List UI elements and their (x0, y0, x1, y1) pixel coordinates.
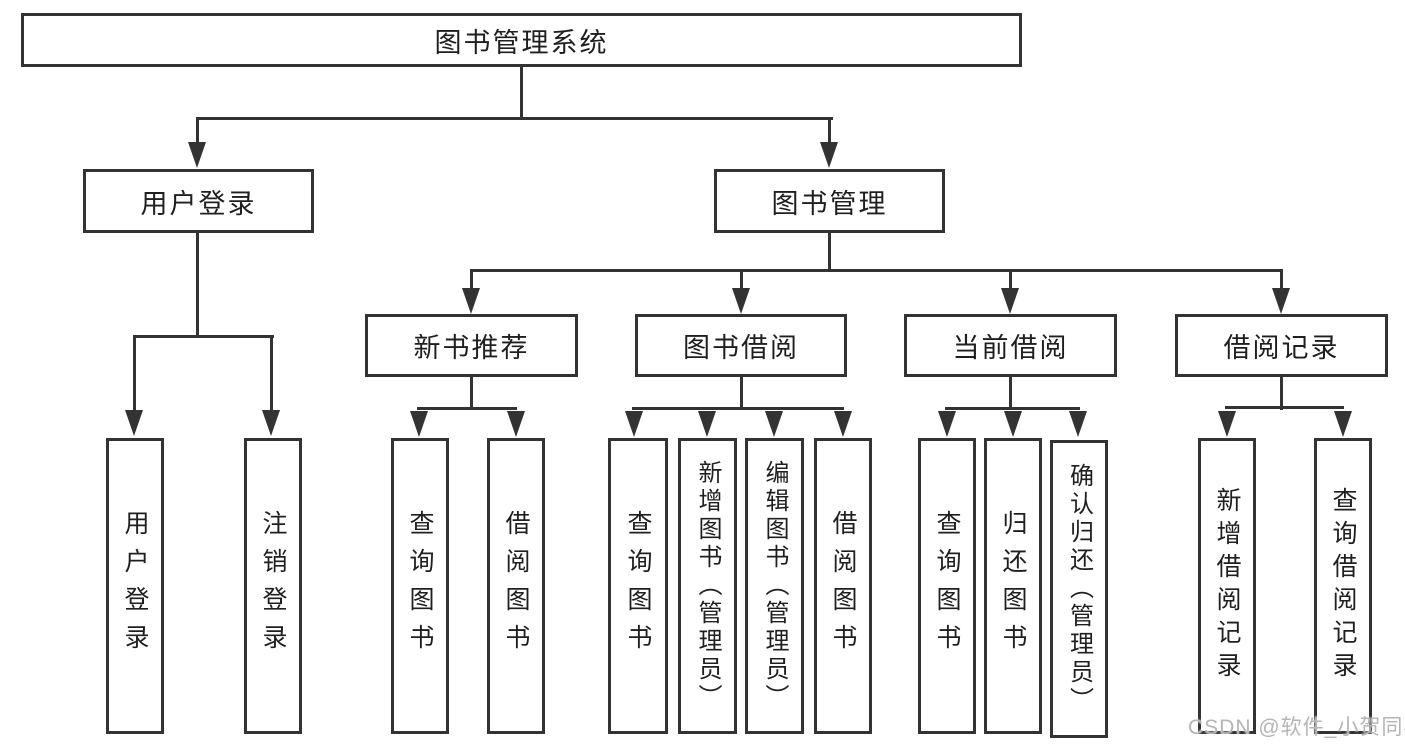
node-label: 当前借阅 (952, 333, 1069, 363)
arrowhead-down-icon (410, 411, 428, 437)
connector-root-stem (520, 66, 523, 120)
connector-drop-book-mgmt (828, 117, 831, 145)
connector-drop-user-login (196, 117, 199, 145)
leaf-query-books-2: 查询图书 (608, 438, 668, 734)
arrowhead-down-icon (820, 142, 838, 168)
connector-record-branch (1225, 406, 1344, 409)
connector-drop-leaf (270, 335, 273, 413)
node-library-management-system: 图书管理系统 (21, 13, 1022, 67)
leaf-label: 查询图书 (406, 510, 434, 662)
connector-drop-module (1009, 269, 1012, 291)
node-book-borrowing: 图书借阅 (635, 314, 847, 377)
connector-current-branch (945, 407, 1080, 410)
connector-mgmt-stem (828, 231, 831, 272)
node-label: 用户登录 (140, 188, 257, 219)
arrowhead-down-icon (938, 411, 956, 437)
leaf-label: 新增借阅记录 (1213, 487, 1241, 685)
connector-record-stem (1280, 375, 1283, 410)
leaf-label: 查询图书 (624, 510, 652, 662)
leaf-user-login: 用户登录 (106, 438, 164, 734)
leaf-borrow-books-1: 借阅图书 (487, 438, 545, 734)
arrowhead-down-icon (1272, 288, 1290, 314)
arrowhead-down-icon (1004, 411, 1022, 437)
leaf-label: 确认归还（管理员） (1065, 463, 1093, 715)
node-borrowing-records: 借阅记录 (1175, 314, 1388, 377)
leaf-label: 查询图书 (933, 510, 961, 662)
node-book-management: 图书管理 (714, 169, 945, 233)
arrowhead-down-icon (1001, 288, 1019, 314)
arrowhead-down-icon (1218, 411, 1236, 437)
leaf-label: 借阅图书 (502, 510, 530, 662)
node-label: 图书管理 (771, 188, 888, 219)
connector-drop-module (470, 269, 473, 291)
arrowhead-down-icon (1069, 411, 1087, 437)
connector-borrow-stem (740, 375, 743, 410)
leaf-label: 新增图书（管理员） (694, 460, 721, 712)
arrowhead-down-icon (698, 411, 716, 437)
connector-mgmt-branch (470, 269, 1283, 272)
node-label: 新书推荐 (413, 333, 530, 363)
leaf-label: 归还图书 (999, 510, 1027, 662)
leaf-label: 用户登录 (121, 510, 149, 662)
connector-login-branch (133, 335, 274, 338)
leaf-label: 编辑图书（管理员） (761, 460, 788, 712)
leaf-label: 注销登录 (259, 510, 287, 662)
leaf-logout: 注销登录 (244, 438, 302, 734)
leaf-borrow-books-2: 借阅图书 (814, 438, 872, 734)
node-label: 图书借阅 (683, 333, 799, 363)
arrowhead-down-icon (834, 411, 852, 437)
leaf-label: 查询借阅记录 (1329, 487, 1357, 685)
arrowhead-down-icon (1334, 411, 1352, 437)
leaf-query-books-3: 查询图书 (918, 438, 976, 734)
connector-login-stem (196, 231, 199, 338)
csdn-watermark: CSDN @软件_小贺同学 (1188, 716, 1405, 739)
leaf-label: 借阅图书 (829, 510, 857, 662)
leaf-confirm-return-admin: 确认归还（管理员） (1050, 440, 1108, 738)
node-current-borrowing: 当前借阅 (904, 314, 1117, 377)
leaf-add-books-admin: 新增图书（管理员） (678, 438, 737, 734)
connector-drop-module (1280, 269, 1283, 291)
leaf-query-books-1: 查询图书 (391, 438, 449, 734)
arrowhead-down-icon (765, 411, 783, 437)
connector-drop-module (740, 269, 743, 291)
leaf-add-borrow-record: 新增借阅记录 (1198, 438, 1256, 734)
connector-newbook-stem (470, 375, 473, 410)
leaf-edit-books-admin: 编辑图书（管理员） (745, 438, 804, 734)
leaf-return-books: 归还图书 (984, 438, 1042, 734)
connector-current-stem (1009, 375, 1012, 410)
node-new-book-recommendation: 新书推荐 (365, 314, 578, 377)
arrowhead-down-icon (262, 410, 280, 436)
arrowhead-down-icon (625, 411, 643, 437)
connector-borrow-branch (632, 407, 844, 410)
arrowhead-down-icon (732, 288, 750, 314)
leaf-query-borrow-record: 查询借阅记录 (1314, 438, 1372, 734)
connector-root-branch (197, 117, 833, 120)
connector-drop-leaf (133, 335, 136, 413)
node-user-login: 用户登录 (83, 169, 314, 233)
arrowhead-down-icon (188, 142, 206, 168)
arrowhead-down-icon (507, 411, 525, 437)
node-label: 图书管理系统 (434, 27, 609, 58)
connector-newbook-branch (417, 407, 517, 410)
arrowhead-down-icon (125, 410, 143, 436)
node-label: 借阅记录 (1223, 333, 1340, 363)
arrowhead-down-icon (462, 288, 480, 314)
